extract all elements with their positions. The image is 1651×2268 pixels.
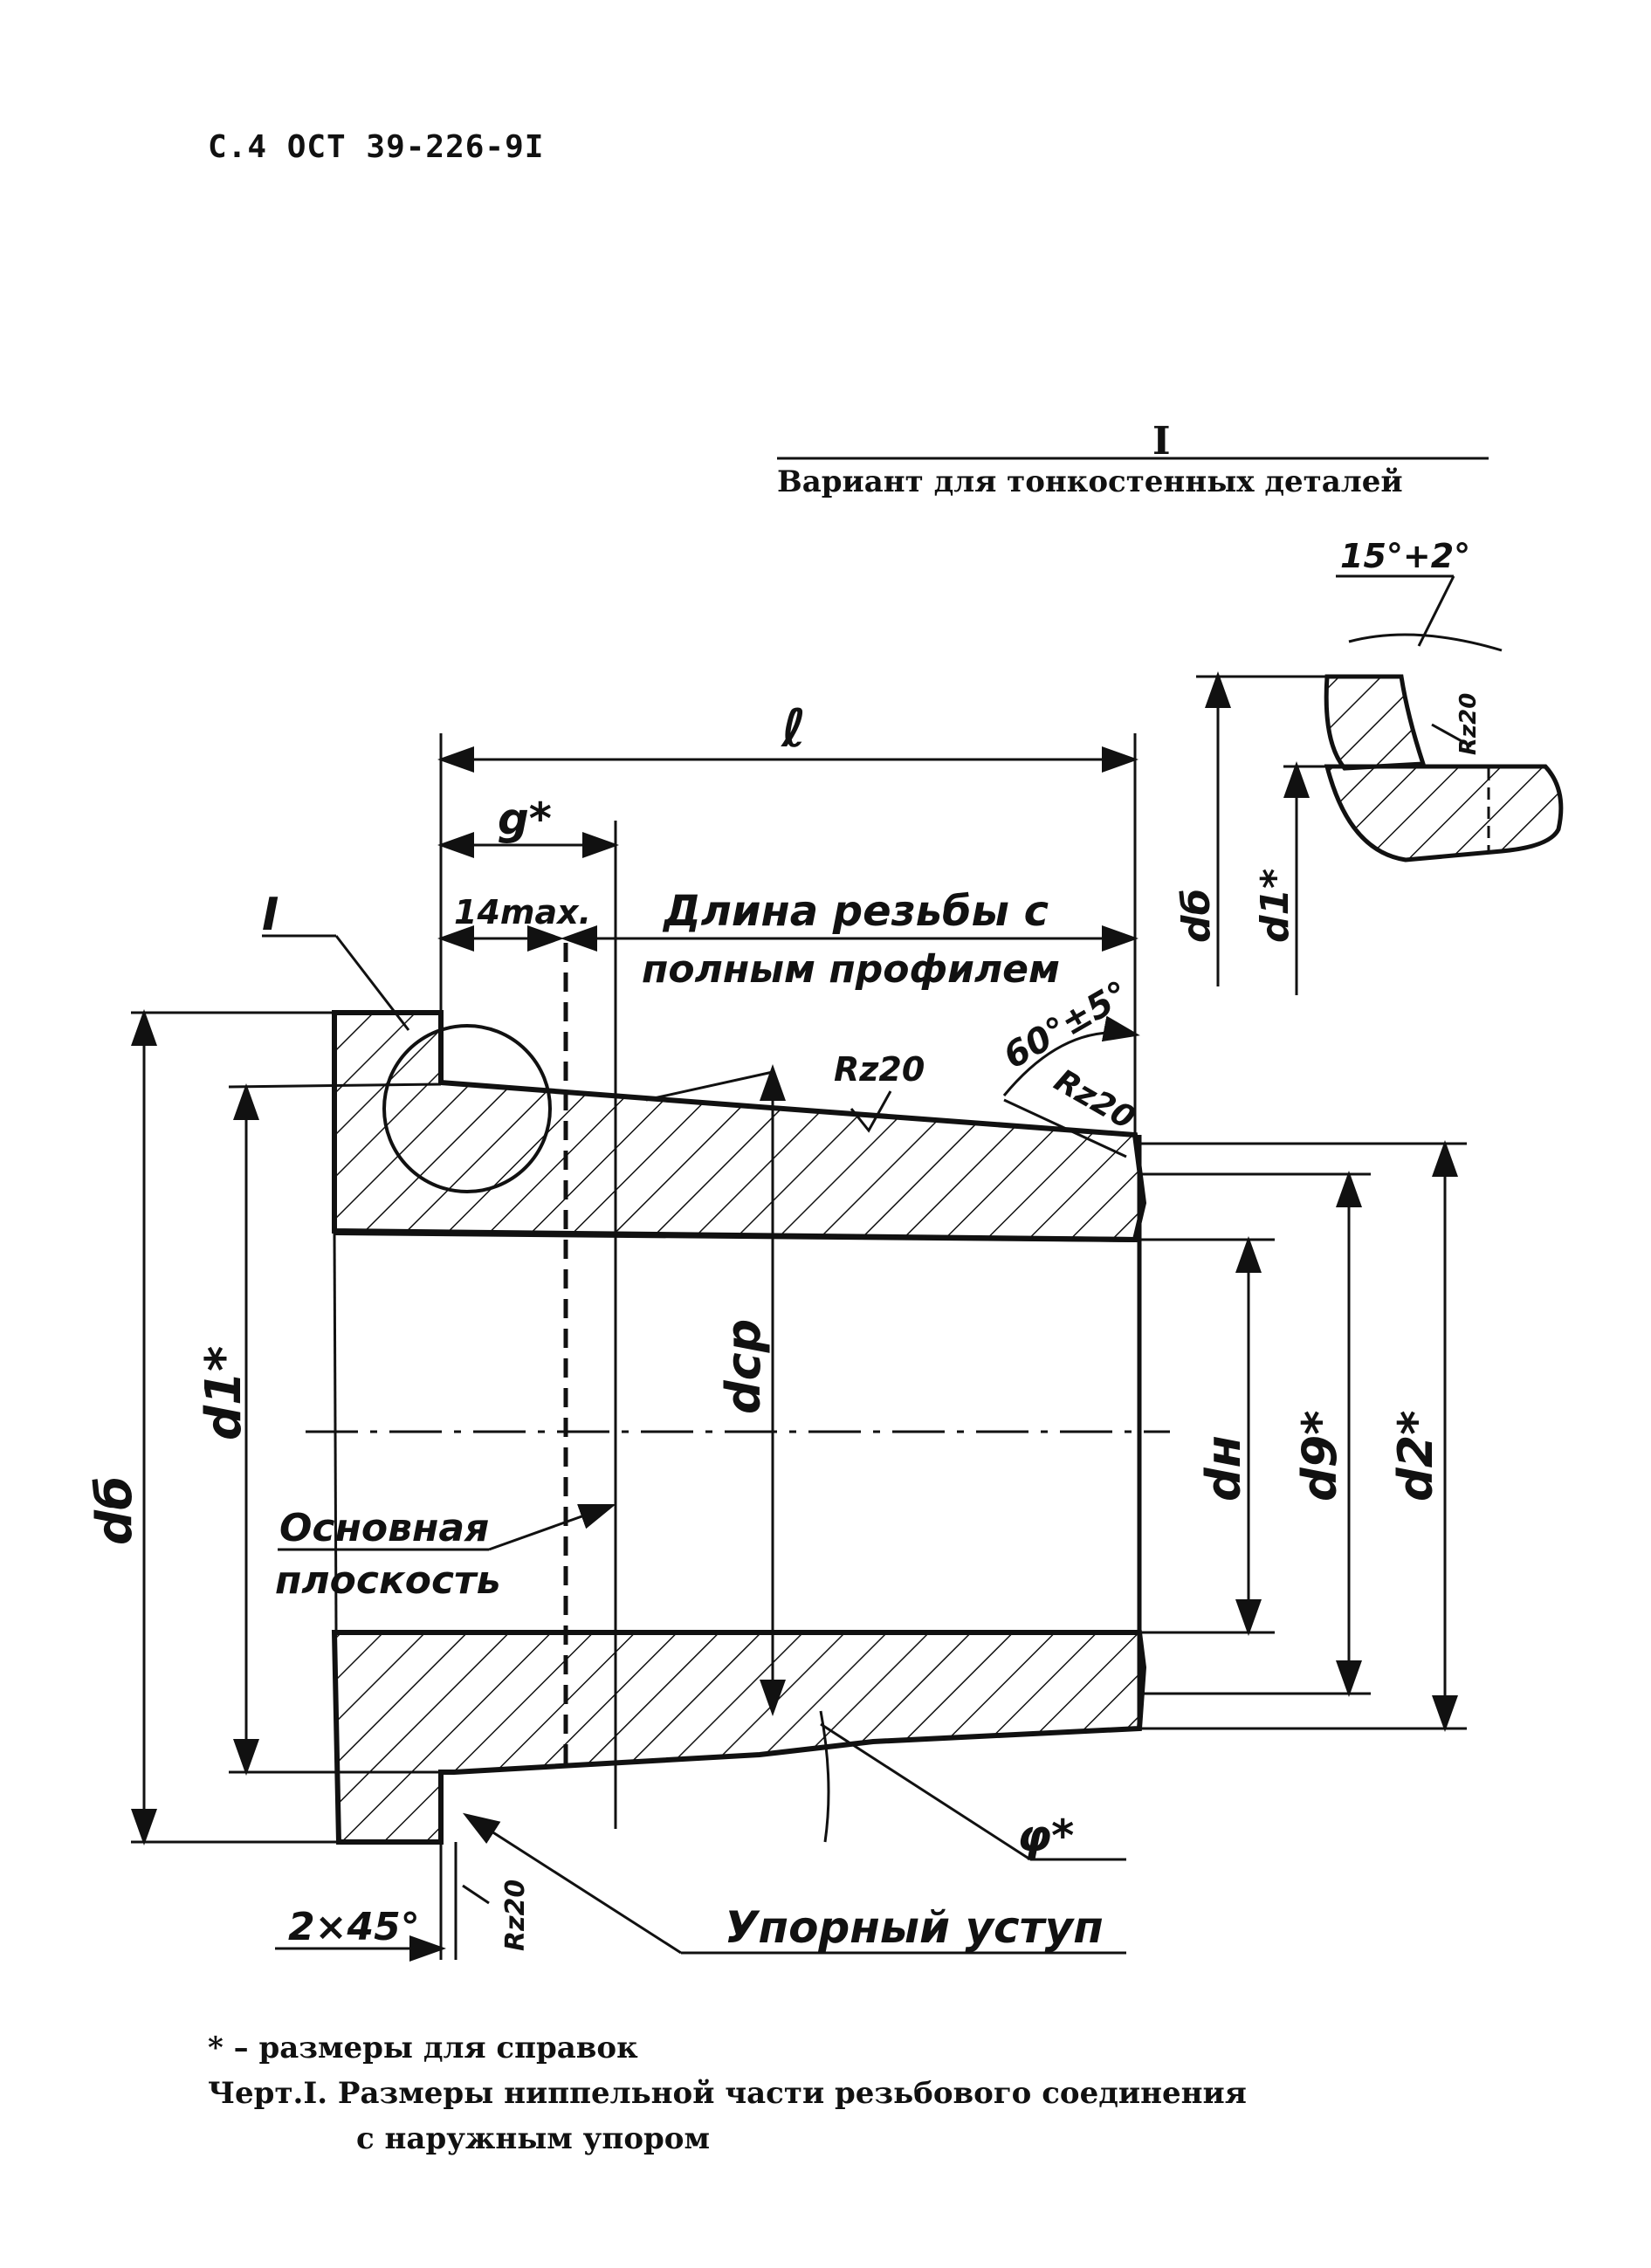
bore-top-line bbox=[334, 1230, 1136, 1242]
roughness-top-mark bbox=[850, 1090, 892, 1133]
base-plane-label-1: Основная bbox=[279, 1506, 489, 1550]
chamfer-label: 2×45° bbox=[288, 1905, 420, 1949]
lower-wall-section bbox=[331, 1630, 1147, 1845]
reference-note: * – размеры для справок bbox=[208, 2031, 638, 2065]
d6-label: dб bbox=[86, 1476, 143, 1545]
detail-section-upper bbox=[1324, 674, 1427, 771]
shoulder-label: Упорный уступ bbox=[725, 1902, 1104, 1953]
g-label: g* bbox=[498, 794, 552, 844]
d9-label: d9* bbox=[1292, 1411, 1347, 1502]
dcp-label: dср bbox=[716, 1319, 771, 1414]
detail-caption: Вариант для тонкостенных деталей bbox=[777, 464, 1403, 499]
base-plane-leader bbox=[488, 1503, 616, 1551]
roughness-top-label: Rz20 bbox=[834, 1050, 925, 1089]
roughness-bottom-label: Rz20 bbox=[500, 1880, 531, 1951]
detail-ref-leader bbox=[334, 935, 410, 1031]
thread-length-label-2: полным профилем bbox=[642, 947, 1060, 992]
main-section-view: I dср ℓ g* 14max. Длина резьбы с полным … bbox=[86, 698, 1467, 1962]
detail-d6-label: dб bbox=[1174, 889, 1219, 943]
phi-arc bbox=[819, 1710, 830, 1843]
figure-footer: * – размеры для справок Черт.I. Размеры … bbox=[208, 2025, 1247, 2161]
shoulder-leader bbox=[462, 1812, 682, 1955]
d2-label: d2* bbox=[1388, 1411, 1443, 1502]
figure-caption-line1: Черт.I. Размеры ниппельной части резьбов… bbox=[208, 2076, 1247, 2111]
document-header: С.4 ОСТ 39-226-9I bbox=[208, 129, 545, 165]
detail-ref-label: I bbox=[262, 889, 279, 941]
left-end-face bbox=[333, 1230, 338, 1633]
detail-angle-label: 15°+2° bbox=[1340, 537, 1470, 575]
thread-length-label-1: Длина резьбы с bbox=[662, 887, 1049, 936]
phi-label: φ* bbox=[1017, 1811, 1074, 1861]
taper-leader bbox=[645, 1070, 774, 1102]
detail-section-lower bbox=[1324, 764, 1564, 863]
detail-d1-label: d1* bbox=[1253, 869, 1297, 943]
detail-roughness-leader bbox=[1431, 723, 1472, 748]
detail-angle-arc bbox=[1348, 633, 1503, 652]
length-l-label: ℓ bbox=[781, 698, 806, 759]
roughness-bottom-leader bbox=[462, 1884, 490, 1905]
figure-caption-line2: с наружным упором bbox=[356, 2121, 710, 2156]
detail-circle bbox=[382, 1024, 552, 1193]
d1-label: d1* bbox=[196, 1346, 252, 1440]
phi-leader bbox=[820, 1722, 1031, 1861]
detail-view-I: I Вариант для тонкостенных деталей 15°+2… bbox=[777, 419, 1564, 995]
angle-60-arc bbox=[1002, 1015, 1140, 1096]
ext-d1-top bbox=[228, 1082, 442, 1089]
14max-label: 14max. bbox=[454, 893, 591, 931]
dh-label: dн bbox=[1196, 1435, 1251, 1502]
roughness-60-leader bbox=[1003, 1098, 1127, 1158]
base-plane-label-2: плоскость bbox=[275, 1558, 500, 1603]
detail-roman-label: I bbox=[1152, 419, 1171, 464]
